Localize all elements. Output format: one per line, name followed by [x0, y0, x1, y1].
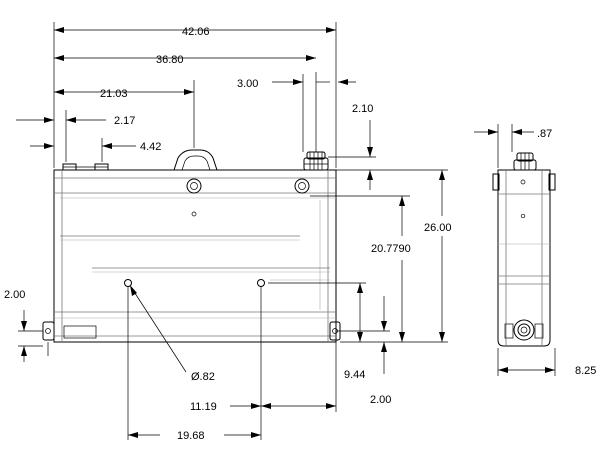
dim-cap-height: 2.10	[352, 103, 373, 115]
drain-hole-left	[124, 279, 132, 287]
dim-bottom-offset: 2.00	[370, 394, 391, 406]
dim-overall-height: 26.00	[424, 222, 452, 234]
handle	[173, 149, 218, 171]
dimension-lines	[16, 22, 556, 440]
dim-hole-diameter: Ø.82	[191, 371, 215, 383]
side-outline	[497, 169, 551, 347]
vent-port	[294, 178, 310, 194]
dim-bottom-flange: 2.00	[4, 289, 25, 301]
dim-side-top: .87	[537, 128, 552, 140]
dim-left-offset: 4.42	[140, 141, 161, 153]
dim-cap-offset: 3.00	[237, 78, 258, 90]
dim-port-height: 20.7790	[371, 243, 411, 255]
dim-width-to-cap: 36.80	[156, 54, 184, 66]
left-mount-tab	[42, 321, 55, 341]
dim-hole-height: 9.44	[344, 369, 365, 381]
dim-hole-span: 19.68	[177, 430, 205, 442]
side-drain-port	[513, 319, 535, 341]
dimension-labels: 42.06 36.80 21.03 3.00 2.17 4.42 2.10 26…	[4, 26, 596, 442]
dim-overall-width: 42.06	[182, 26, 210, 38]
dim-width-to-handle: 21.03	[100, 88, 128, 100]
fuel-cap	[303, 151, 329, 171]
dim-left-flange: 2.17	[114, 115, 135, 127]
dim-side-width: 8.25	[575, 365, 596, 377]
tank-outline	[53, 169, 337, 343]
fill-port	[186, 178, 202, 194]
front-view	[42, 149, 341, 343]
side-view	[492, 152, 556, 347]
drain-hole-right	[257, 279, 265, 287]
dim-hole-spacing: 11.19	[190, 401, 217, 413]
